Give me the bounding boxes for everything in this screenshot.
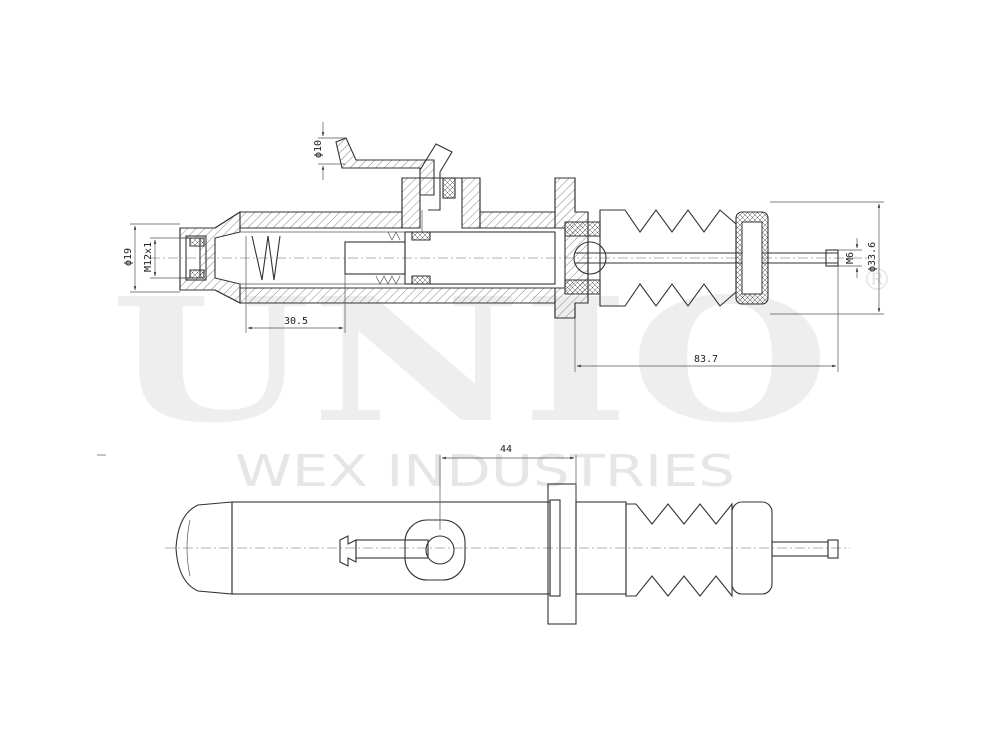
housing-nose <box>179 210 241 304</box>
inlet-nipple-exterior <box>339 535 357 567</box>
dim-piston-travel: 30.5 <box>284 316 308 327</box>
section-view: ϕ19 M12x1 ϕ10 30.5 83.7 M6 ϕ33.6 <box>123 122 884 372</box>
return-spring <box>251 235 281 281</box>
piston-body <box>404 231 556 285</box>
exterior-boot <box>625 502 733 598</box>
mounting-flange <box>554 177 589 319</box>
inlet-boss <box>404 519 466 581</box>
watermark-company: WEX INDUSTRIES <box>235 446 735 497</box>
outlet-fitting <box>185 235 207 281</box>
dim-port-thread: M12x1 <box>143 242 154 272</box>
exterior-view: 44 <box>165 444 850 625</box>
watermark-registered-mark: ® <box>862 263 892 298</box>
dim-inlet-offset: 44 <box>500 444 512 455</box>
dim-inlet-diameter: ϕ10 <box>313 140 324 158</box>
dim-overall-length: 83.7 <box>694 354 718 365</box>
piston-seal <box>411 231 431 285</box>
exterior-nose <box>175 501 233 595</box>
dim-boot-diameter: ϕ33.6 <box>867 242 878 272</box>
exterior-flange <box>547 483 577 625</box>
dim-bore-diameter: ϕ19 <box>123 248 134 266</box>
inlet-nipple <box>335 137 435 196</box>
housing-wall-top <box>239 211 403 229</box>
ball-joint <box>573 241 607 275</box>
dim-rod-thread: M6 <box>845 252 856 264</box>
pushrod-tip <box>825 249 839 267</box>
inlet-seal <box>442 177 456 199</box>
exterior-pushrod <box>771 541 829 557</box>
housing-wall-bottom <box>239 287 556 304</box>
